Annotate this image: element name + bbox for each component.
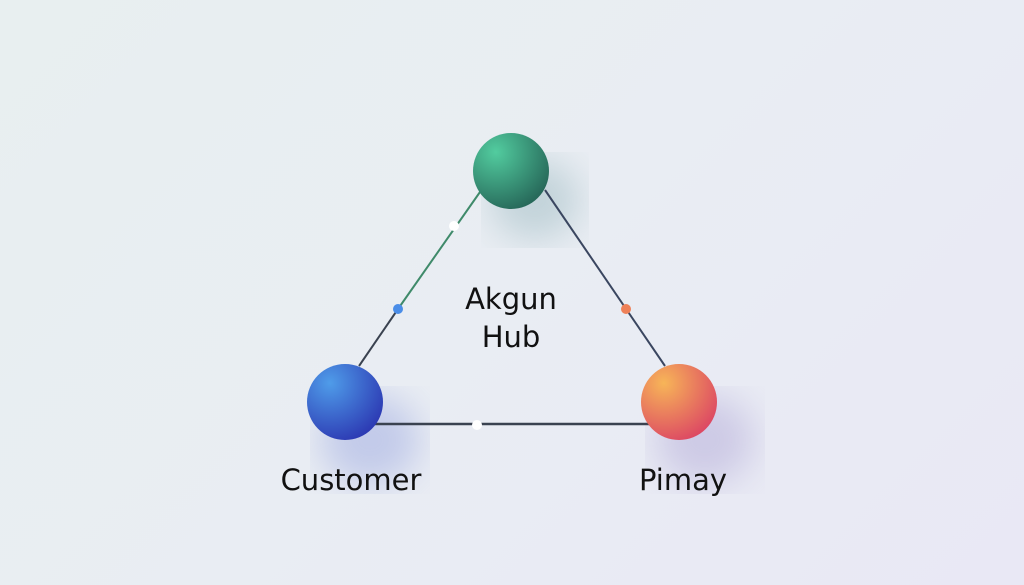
edge-dot-orange (621, 304, 631, 314)
edge-dot-blue (393, 304, 403, 314)
edge-dot-white (449, 221, 459, 231)
pimay-node[interactable] (641, 364, 717, 440)
edge-top-customer-upper (397, 191, 481, 310)
edge-dot-white (472, 420, 482, 430)
edge-top-pimay (544, 189, 666, 367)
edge-top-customer-lower (358, 308, 399, 367)
hub-label-line1: Akgun (465, 282, 557, 316)
hub-label-line2: Hub (481, 320, 541, 354)
customer-label: Customer (280, 463, 422, 497)
customer-node[interactable] (307, 364, 383, 440)
pimay-label: Pimay (638, 463, 728, 497)
top-node[interactable] (473, 133, 549, 209)
